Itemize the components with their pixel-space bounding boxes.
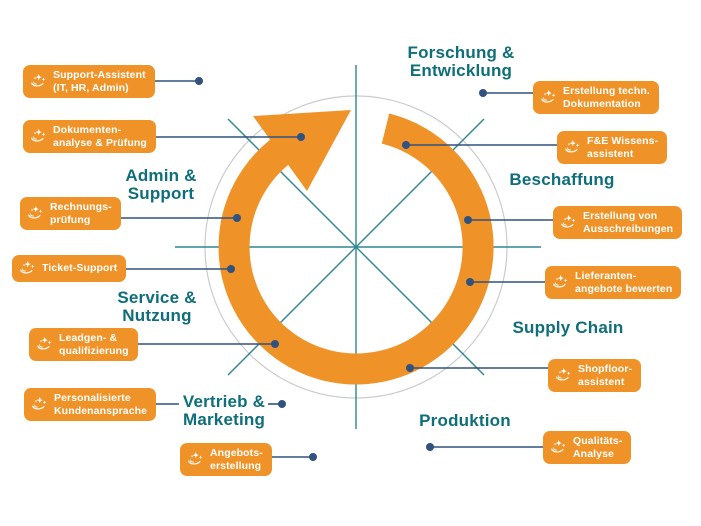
heading-line: Entwicklung: [409, 60, 513, 80]
chip-line: Ticket-Support: [42, 262, 118, 275]
chip-leadgen-qualifizierung: Leadgen- & qualifizierung: [29, 328, 138, 362]
heading-line: Vertrieb &: [182, 392, 266, 411]
heading-line: Admin &: [125, 166, 197, 185]
chip-ticket-support: Ticket-Support: [12, 255, 127, 282]
heading-line: Marketing: [182, 409, 266, 429]
chip-line: Erstellung von: [583, 210, 658, 222]
heading-line: Produktion: [419, 411, 511, 430]
sector-heading-beschaffung: Beschaffung: [462, 171, 662, 189]
connector-dots: [195, 77, 487, 461]
hand-sparkles-icon: [29, 127, 48, 146]
chip-label: Rechnungs- prüfung: [50, 201, 112, 226]
chip-line: Leadgen- &: [59, 332, 118, 344]
heading-line: Support: [127, 183, 195, 203]
chip-line: Angebots-: [210, 447, 263, 459]
chip-line: Personalisierte: [54, 392, 131, 404]
heading-line: Forschung &: [407, 43, 515, 62]
chip-label: F&E Wissens- assistent: [587, 135, 658, 160]
chip-line: Analyse: [573, 447, 614, 460]
chip-erstellung-techn-dokumentation: Erstellung techn. Dokumentation: [533, 81, 659, 115]
chip-line: Shopfloor-: [578, 363, 633, 375]
chip-label: Erstellung von Ausschreibungen: [583, 210, 673, 235]
hand-sparkles-icon: [18, 259, 37, 278]
chip-label: Leadgen- & qualifizierung: [59, 332, 129, 357]
hand-sparkles-icon: [559, 213, 578, 232]
chip-label: Angebots- erstellung: [210, 447, 263, 472]
chip-angebotserstellung: Angebots- erstellung: [180, 443, 272, 477]
chip-fe-wissensassistent: F&E Wissens- assistent: [557, 131, 668, 165]
chip-label: Shopfloor- assistent: [578, 363, 632, 388]
hand-sparkles-icon: [35, 335, 54, 354]
chip-line: Kundenansprache: [54, 404, 148, 417]
hand-sparkles-icon: [539, 88, 558, 107]
sector-heading-admin-support: Admin & Support: [61, 167, 261, 202]
chip-line: analyse & Prüfung: [53, 136, 147, 149]
chip-line: angebote bewerten: [575, 282, 673, 295]
hand-sparkles-icon: [554, 366, 573, 385]
chip-personalisierte-kundenansprache: Personalisierte Kundenansprache: [24, 388, 157, 422]
chip-line: Dokumenten-: [53, 124, 122, 136]
chip-line: Ausschreibungen: [583, 222, 674, 235]
cycle-arrowhead-icon: [253, 110, 351, 191]
heading-line: Service &: [117, 288, 197, 307]
hand-sparkles-icon: [549, 438, 568, 457]
chip-line: prüfung: [50, 213, 91, 226]
heading-line: Supply Chain: [512, 318, 624, 337]
chip-line: qualifizierung: [59, 344, 129, 357]
chip-shopfloorassistent: Shopfloor- assistent: [548, 359, 642, 393]
hand-sparkles-icon: [186, 450, 205, 469]
chip-line: Qualitäts-: [573, 435, 623, 447]
chip-line: erstellung: [210, 459, 262, 472]
chip-line: assistent: [587, 147, 634, 160]
chip-label: Support-Assistent (IT, HR, Admin): [53, 69, 146, 94]
heading-line: Nutzung: [122, 305, 192, 325]
chip-line: F&E Wissens-: [587, 135, 659, 147]
chip-line: Dokumentation: [563, 97, 641, 110]
chip-line: Support-Assistent: [53, 69, 146, 81]
chip-label: Lieferanten- angebote bewerten: [575, 270, 672, 295]
chip-erstellung-von-ausschreibungen: Erstellung von Ausschreibungen: [553, 206, 683, 240]
hand-sparkles-icon: [30, 395, 49, 414]
hand-sparkles-icon: [29, 72, 48, 91]
hand-sparkles-icon: [551, 273, 570, 292]
chip-line: Erstellung techn.: [563, 85, 650, 97]
sector-heading-produktion: Produktion: [365, 412, 565, 430]
heading-line: Beschaffung: [509, 170, 615, 189]
chip-line: Rechnungs-: [50, 201, 112, 213]
chip-line: Lieferanten-: [575, 270, 637, 282]
sector-heading-vertrieb-marketing: Vertrieb & Marketing: [124, 393, 324, 428]
chip-dokumentenanalyse-pruefung: Dokumenten- analyse & Prüfung: [23, 120, 156, 154]
hand-sparkles-icon: [563, 138, 582, 157]
chip-rechnungspruefung: Rechnungs- prüfung: [20, 197, 121, 231]
chip-lieferantenangebote-bewerten: Lieferanten- angebote bewerten: [545, 266, 682, 300]
chip-label: Ticket-Support: [42, 262, 117, 275]
chip-label: Qualitäts- Analyse: [573, 435, 622, 460]
hand-sparkles-icon: [26, 204, 45, 223]
chip-line: assistent: [578, 375, 625, 388]
chip-qualitaets-analyse: Qualitäts- Analyse: [543, 431, 632, 465]
sector-heading-service-nutzung: Service & Nutzung: [57, 289, 257, 324]
sector-heading-supply-chain: Supply Chain: [468, 319, 668, 337]
chip-label: Erstellung techn. Dokumentation: [563, 85, 650, 110]
chip-support-assistent: Support-Assistent (IT, HR, Admin): [23, 65, 155, 99]
cycle-arrow-ring: [218, 113, 494, 385]
chip-label: Personalisierte Kundenansprache: [54, 392, 147, 417]
sector-heading-forschung-entwicklung: Forschung & Entwicklung: [361, 44, 561, 79]
chip-label: Dokumenten- analyse & Prüfung: [53, 124, 147, 149]
chip-line: (IT, HR, Admin): [53, 81, 129, 94]
